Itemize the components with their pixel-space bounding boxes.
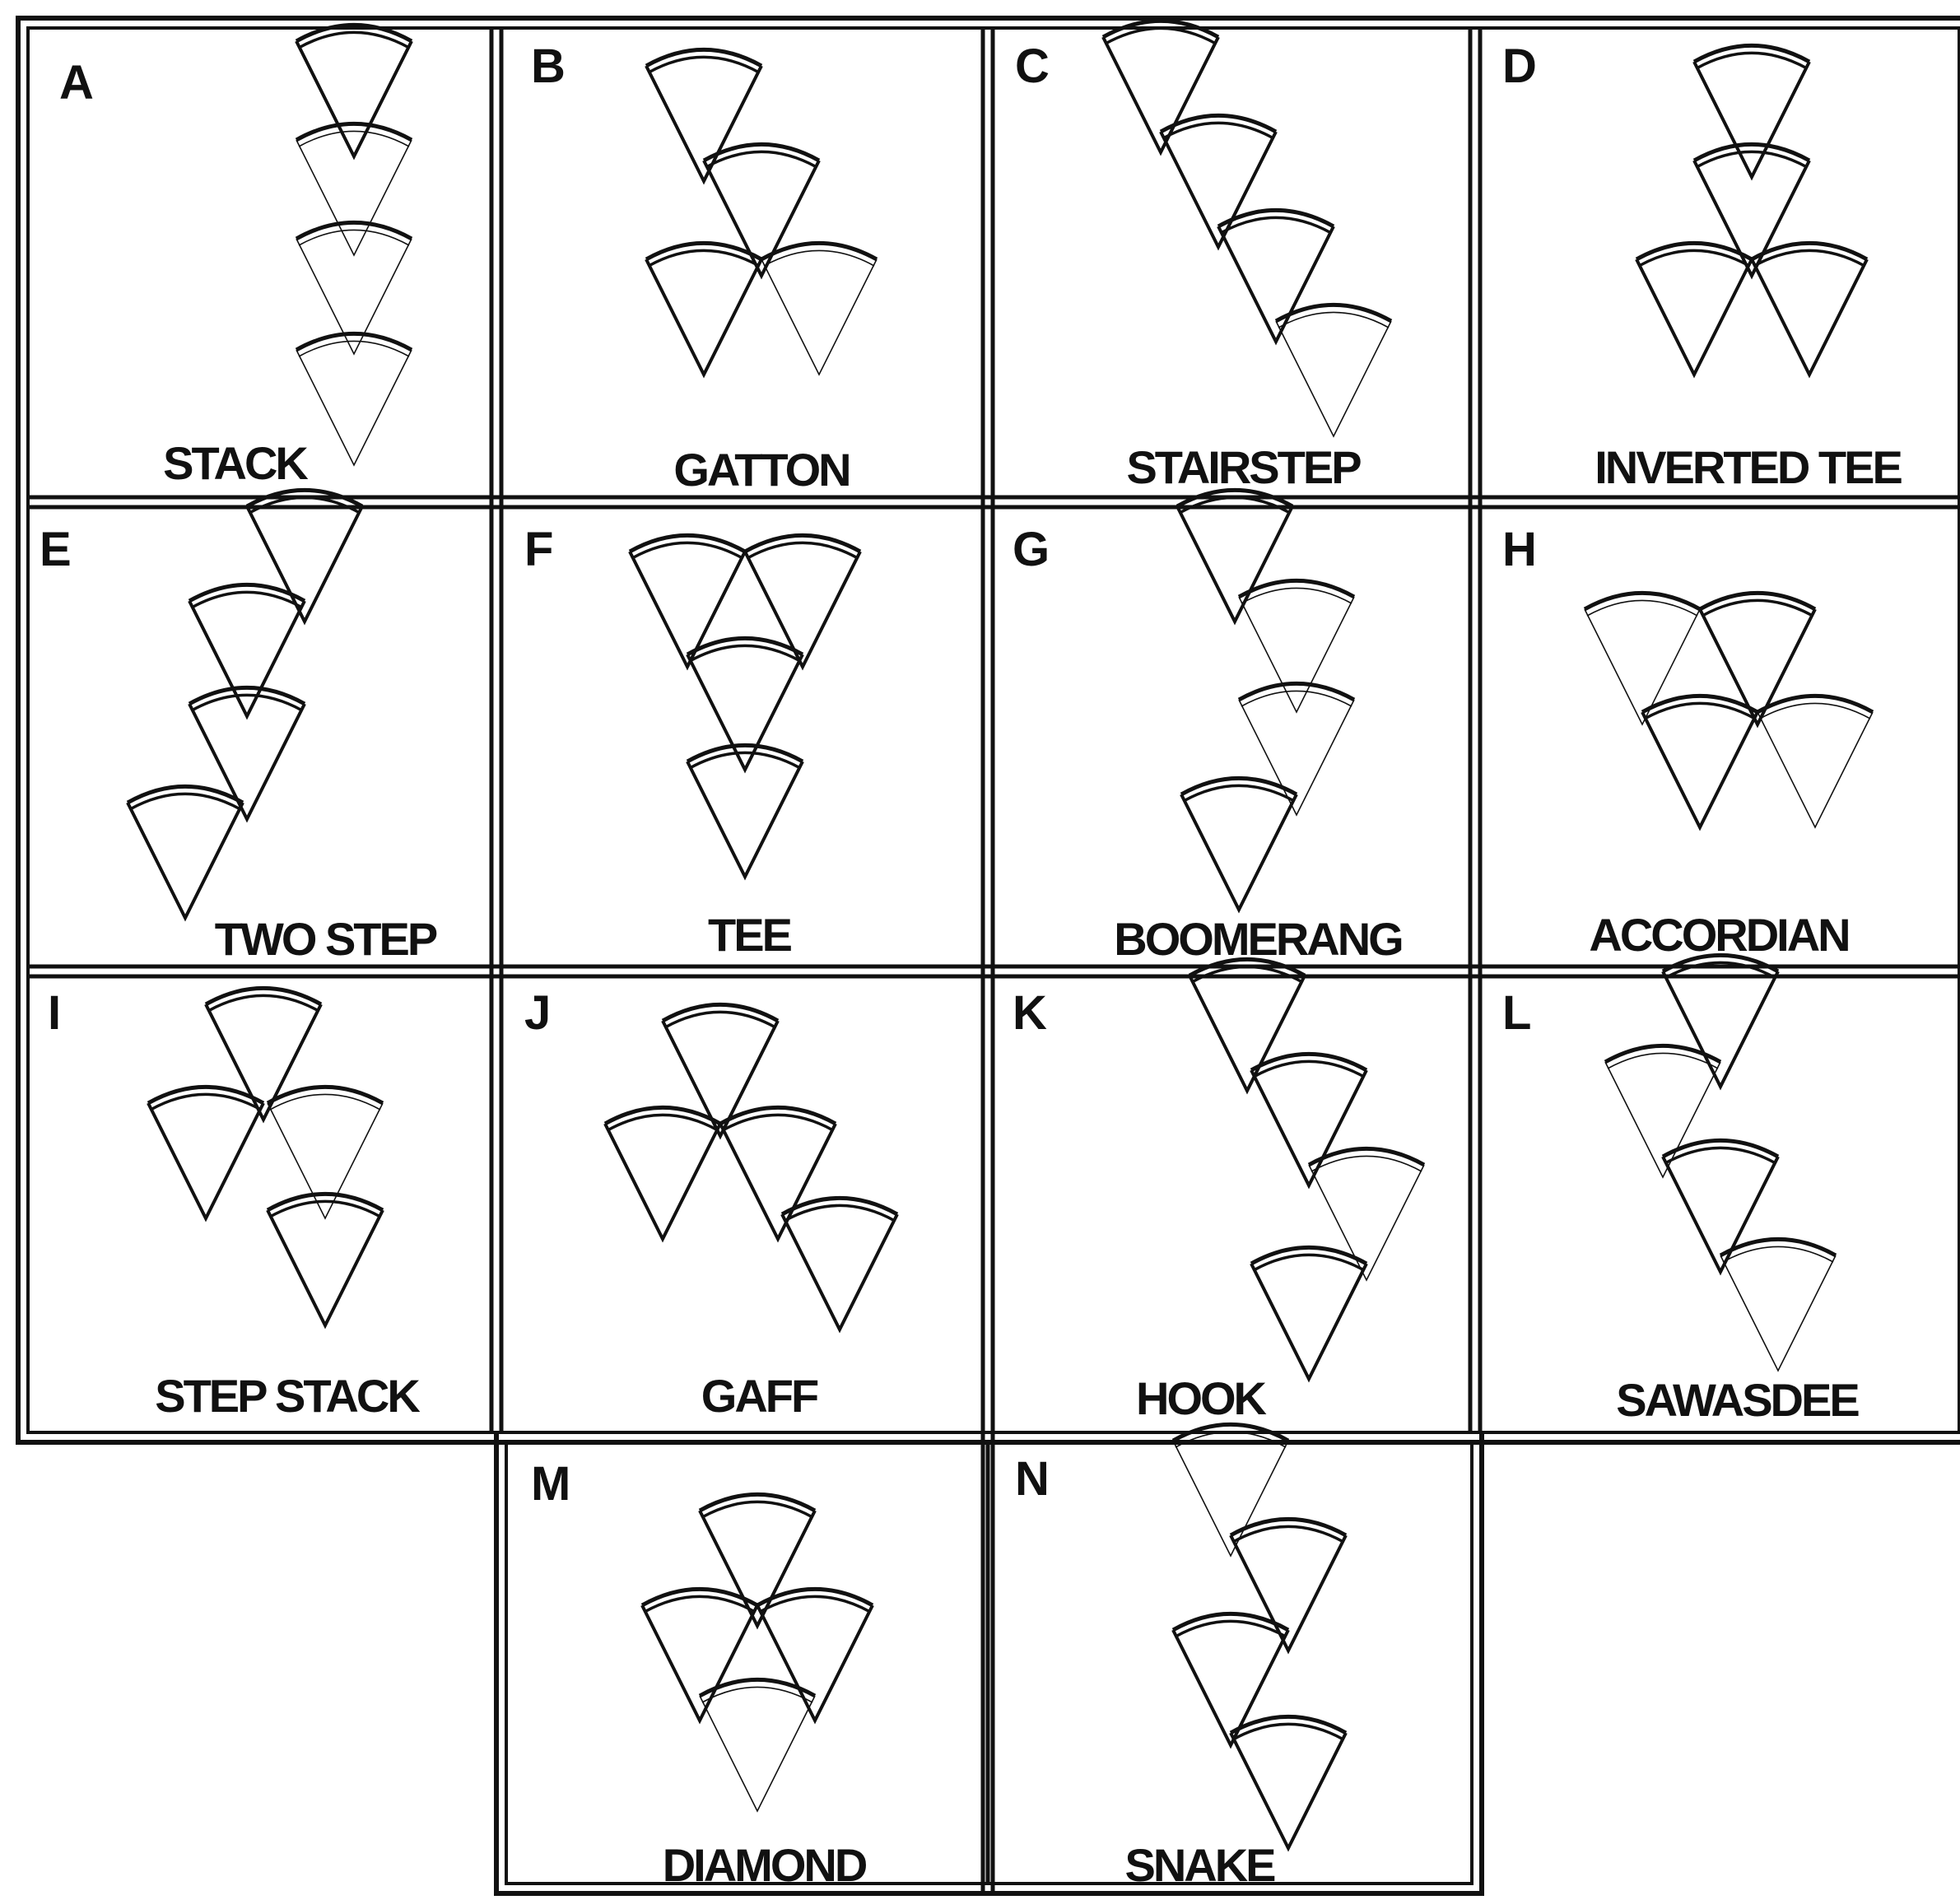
frame-bottom-row — [496, 1432, 1482, 1893]
kite-inverted-tee-4 — [1752, 243, 1867, 375]
panel-letter-g: G — [1013, 523, 1048, 576]
panel-letter-i: I — [48, 986, 59, 1040]
formation-name-diamond: DIAMOND — [663, 1839, 867, 1891]
kite-hook-3 — [1309, 1148, 1424, 1280]
kite-inverted-tee-2 — [1694, 144, 1809, 276]
panel-letter-j: J — [524, 986, 549, 1040]
kite-stack-2 — [296, 123, 412, 255]
panel-letter-a: A — [59, 56, 93, 109]
divider-v3 — [1470, 28, 1480, 1432]
kite-tee-3 — [687, 638, 803, 770]
kite-boomerang-4 — [1181, 778, 1297, 910]
divider-v1 — [491, 28, 501, 1432]
panel-letter-f: F — [524, 523, 552, 576]
kite-step-stack-2 — [148, 1087, 263, 1218]
panel-letter-d: D — [1502, 40, 1535, 93]
panel-letter-e: E — [40, 523, 70, 576]
kite-diamond-3 — [757, 1589, 873, 1721]
panel-letter-n: N — [1015, 1452, 1048, 1506]
panel-letter-m: M — [531, 1457, 569, 1511]
kite-gatton-2 — [704, 144, 819, 276]
kite-step-stack-4 — [268, 1194, 383, 1325]
formation-name-sawasdee: SAWASDEE — [1616, 1374, 1859, 1426]
kite-gatton-3 — [646, 243, 761, 375]
kite-sawasdee-3 — [1663, 1140, 1778, 1272]
kite-sawasdee-4 — [1720, 1239, 1836, 1371]
kite-diamond-2 — [642, 1589, 757, 1721]
panel-letter-l: L — [1502, 986, 1530, 1040]
kite-gaff-4 — [782, 1198, 897, 1330]
kite-step-stack-1 — [206, 988, 321, 1120]
formation-name-accordian: ACCORDIAN — [1589, 909, 1848, 961]
kite-inverted-tee-3 — [1636, 243, 1752, 375]
kite-gaff-2 — [605, 1107, 720, 1239]
kite-hook-1 — [1190, 959, 1305, 1091]
kite-gaff-3 — [720, 1107, 836, 1239]
panel-letter-k: K — [1013, 986, 1047, 1040]
kite-snake-4 — [1231, 1716, 1346, 1848]
panel-letter-c: C — [1015, 40, 1049, 93]
formation-name-inverted-tee: INVERTED TEE — [1595, 441, 1902, 493]
kite-inverted-tee-1 — [1694, 45, 1809, 177]
kite-step-stack-3 — [268, 1087, 383, 1218]
kite-accordian-4 — [1757, 696, 1873, 827]
kite-hook-4 — [1251, 1247, 1366, 1379]
formation-name-step-stack: STEP STACK — [155, 1370, 420, 1422]
formation-name-gaff: GAFF — [701, 1370, 818, 1422]
kite-stairstep-4 — [1276, 305, 1391, 436]
kite-diamond-4 — [700, 1679, 815, 1811]
kite-tee-4 — [687, 745, 803, 877]
kite-accordian-3 — [1642, 696, 1757, 827]
formation-name-boomerang: BOOMERANG — [1114, 913, 1402, 965]
kite-gatton-4 — [761, 243, 877, 375]
kite-two-step-4 — [128, 786, 243, 918]
formation-name-hook: HOOK — [1136, 1372, 1267, 1424]
panel-letter-b: B — [531, 40, 564, 93]
panel-letter-h: H — [1502, 523, 1535, 576]
kite-boomerang-1 — [1177, 490, 1292, 622]
kite-two-step-3 — [189, 687, 305, 819]
formation-name-gatton: GATTON — [673, 444, 849, 496]
formation-name-tee: TEE — [708, 909, 792, 961]
formation-name-two-step: TWO STEP — [215, 913, 437, 965]
formation-name-stack: STACK — [163, 437, 308, 489]
formation-name-snake: SNAKE — [1124, 1839, 1275, 1891]
formation-name-stairstep: STAIRSTEP — [1126, 441, 1361, 493]
kite-stack-1 — [296, 25, 412, 156]
